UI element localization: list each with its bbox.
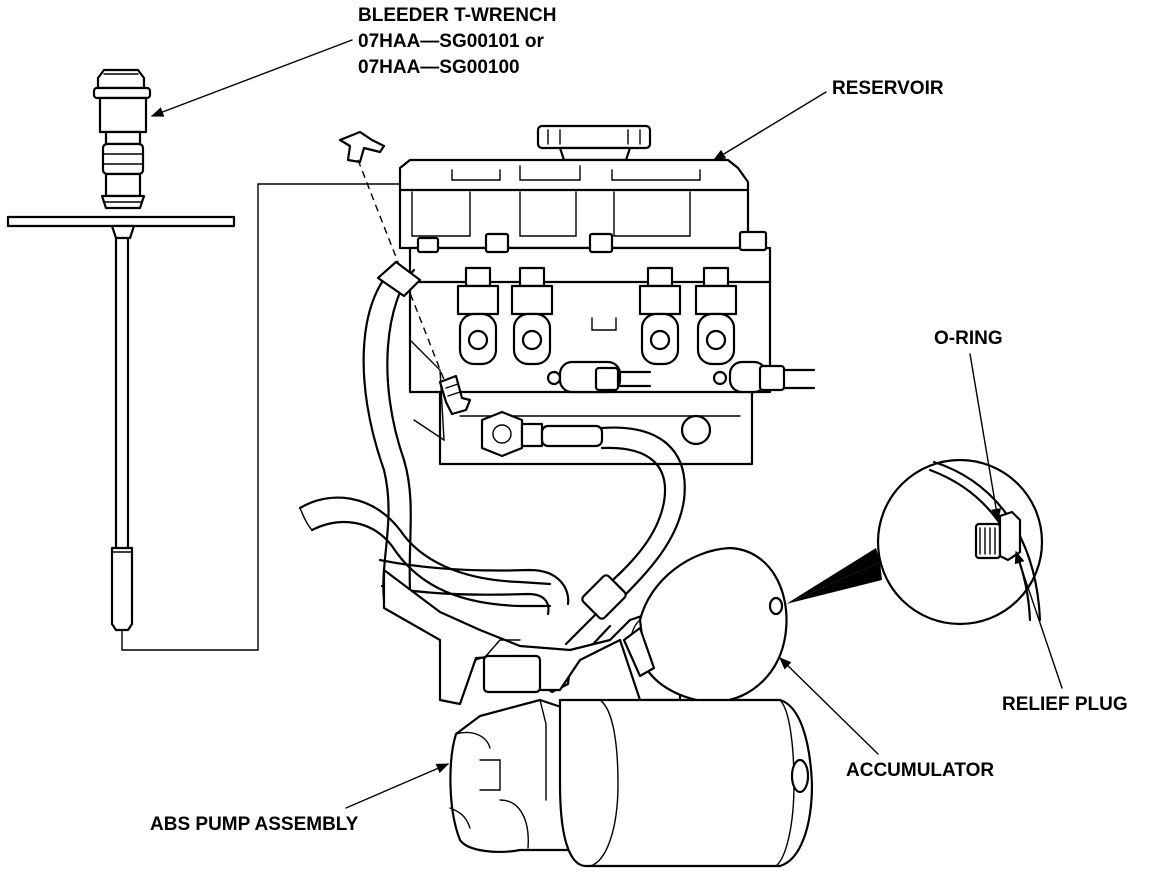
abs-pump-assembly-label: ABS PUMP ASSEMBLY bbox=[150, 814, 359, 835]
reservoir-label: RESERVOIR bbox=[832, 78, 944, 99]
bleeder-wrench-label-line1: BLEEDER T-WRENCH bbox=[358, 5, 556, 26]
modulator-body bbox=[398, 124, 816, 466]
o-ring-label: O-RING bbox=[934, 328, 1003, 349]
bleeder-wrench-label-line2: 07HAA—SG00101 or bbox=[358, 31, 544, 52]
pump-housing bbox=[382, 568, 682, 706]
abs-pump-motor bbox=[449, 698, 814, 868]
bleeder-t-wrench bbox=[6, 68, 401, 651]
bleeder-wrench-label-line3: 07HAA—SG00100 bbox=[358, 57, 520, 78]
leader-lines bbox=[150, 39, 1063, 809]
brake-line-ports bbox=[456, 266, 738, 366]
accumulator-sphere bbox=[622, 546, 788, 704]
relief-plug-label: RELIEF PLUG bbox=[1002, 694, 1128, 715]
relief-plug-detail bbox=[786, 458, 1044, 626]
accumulator-label: ACCUMULATOR bbox=[846, 760, 994, 781]
